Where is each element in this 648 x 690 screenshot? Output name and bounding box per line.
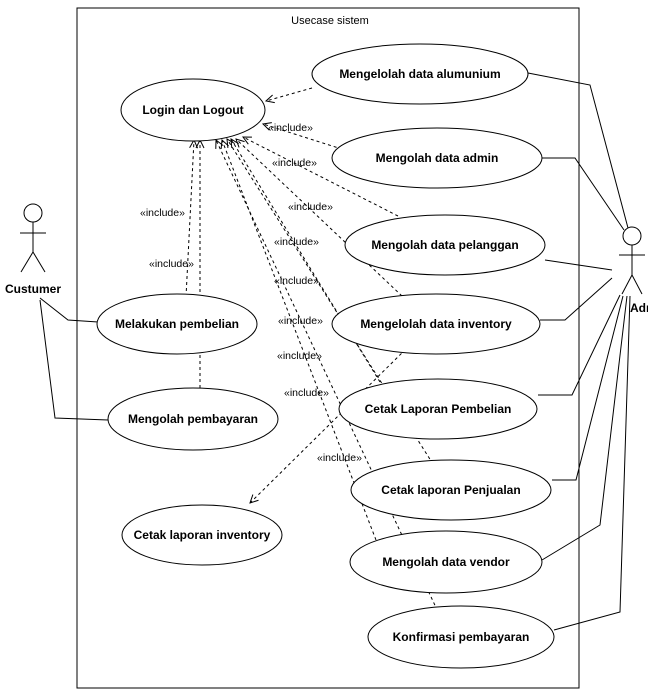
actor-admin: Admin (619, 226, 648, 315)
system-boundary (76, 7, 580, 689)
usecase-pembayaran-label: Mengolah pembayaran (128, 412, 258, 426)
include-label: «include» (317, 452, 362, 464)
usecase-pembayaran: Mengolah pembayaran (107, 387, 279, 451)
usecase-login-label: Login dan Logout (142, 103, 243, 117)
include-label: «include» (274, 275, 319, 287)
usecase-lap-inventory-label: Cetak laporan inventory (134, 528, 271, 542)
assoc-admin-vendor (541, 295, 628, 561)
include-label: «include» (277, 350, 322, 362)
usecase-vendor-label: Mengolah data vendor (382, 555, 510, 569)
assoc-customer-pembayaran (39, 299, 109, 421)
assoc-admin-pelanggan (544, 259, 613, 271)
actor-customer: Custumer (5, 203, 61, 296)
usecase-konfirmasi-label: Konfirmasi pembayaran (393, 630, 530, 644)
actor-customer-label: Custumer (5, 282, 61, 296)
usecase-admin-data-label: Mengolah data admin (376, 151, 499, 165)
usecase-pembelian: Melakukan pembelian (96, 293, 258, 355)
usecase-konfirmasi: Konfirmasi pembayaran (367, 605, 555, 669)
usecase-pembelian-label: Melakukan pembelian (115, 317, 239, 331)
system-title: Usecase sistem (291, 15, 369, 27)
assoc-admin-inventory (540, 277, 613, 321)
usecase-lap-penjualan-label: Cetak laporan Penjualan (381, 483, 520, 497)
usecase-login: Login dan Logout (120, 78, 266, 142)
assoc-admin-alumunium (527, 72, 629, 229)
usecase-vendor: Mengolah data vendor (349, 530, 543, 594)
include-label: «include» (288, 201, 333, 213)
usecase-alumunium: Mengelolah data alumunium (311, 43, 529, 105)
actor-admin-label: Admin (630, 301, 648, 315)
include-label: «include» (140, 207, 185, 219)
include-label: «include» (284, 387, 329, 399)
include-pembelian-login (185, 140, 194, 298)
usecase-lap-pembelian-label: Cetak Laporan Pembelian (365, 402, 512, 416)
usecase-inventory-label: Mengelolah data inventory (360, 317, 512, 331)
include-inventory-lap-inventory (250, 344, 411, 503)
assoc-admin-konfirmasi (553, 295, 631, 631)
include-label: «include» (272, 157, 317, 169)
include-inventory-login (236, 139, 403, 297)
usecase-pelanggan-label: Mengolah data pelanggan (371, 238, 518, 252)
include-alumunium-login (266, 87, 313, 101)
usecase-pelanggan: Mengolah data pelanggan (344, 214, 546, 276)
include-admin-login (263, 124, 349, 152)
assoc-customer-pembelian (39, 297, 99, 323)
usecase-lap-pembelian: Cetak Laporan Pembelian (338, 378, 538, 440)
include-pelanggan-login (243, 137, 399, 217)
usecase-alumunium-label: Mengelolah data alumunium (339, 67, 500, 81)
include-label: «include» (274, 236, 319, 248)
usecase-lap-penjualan: Cetak laporan Penjualan (350, 459, 552, 521)
include-label: «include» (268, 122, 313, 134)
include-label: «include» (149, 258, 194, 270)
assoc-admin-lap-pembelian (538, 294, 621, 396)
assoc-admin-lap-penjualan (552, 295, 624, 481)
usecase-inventory: Mengelolah data inventory (331, 293, 541, 355)
usecase-lap-inventory: Cetak laporan inventory (121, 504, 283, 566)
include-label: «include» (278, 315, 323, 327)
include-lap-penjualan-login (227, 139, 434, 465)
usecase-admin-data: Mengolah data admin (331, 127, 543, 189)
include-konfirmasi-login (216, 140, 441, 617)
assoc-admin-admin (542, 157, 625, 231)
